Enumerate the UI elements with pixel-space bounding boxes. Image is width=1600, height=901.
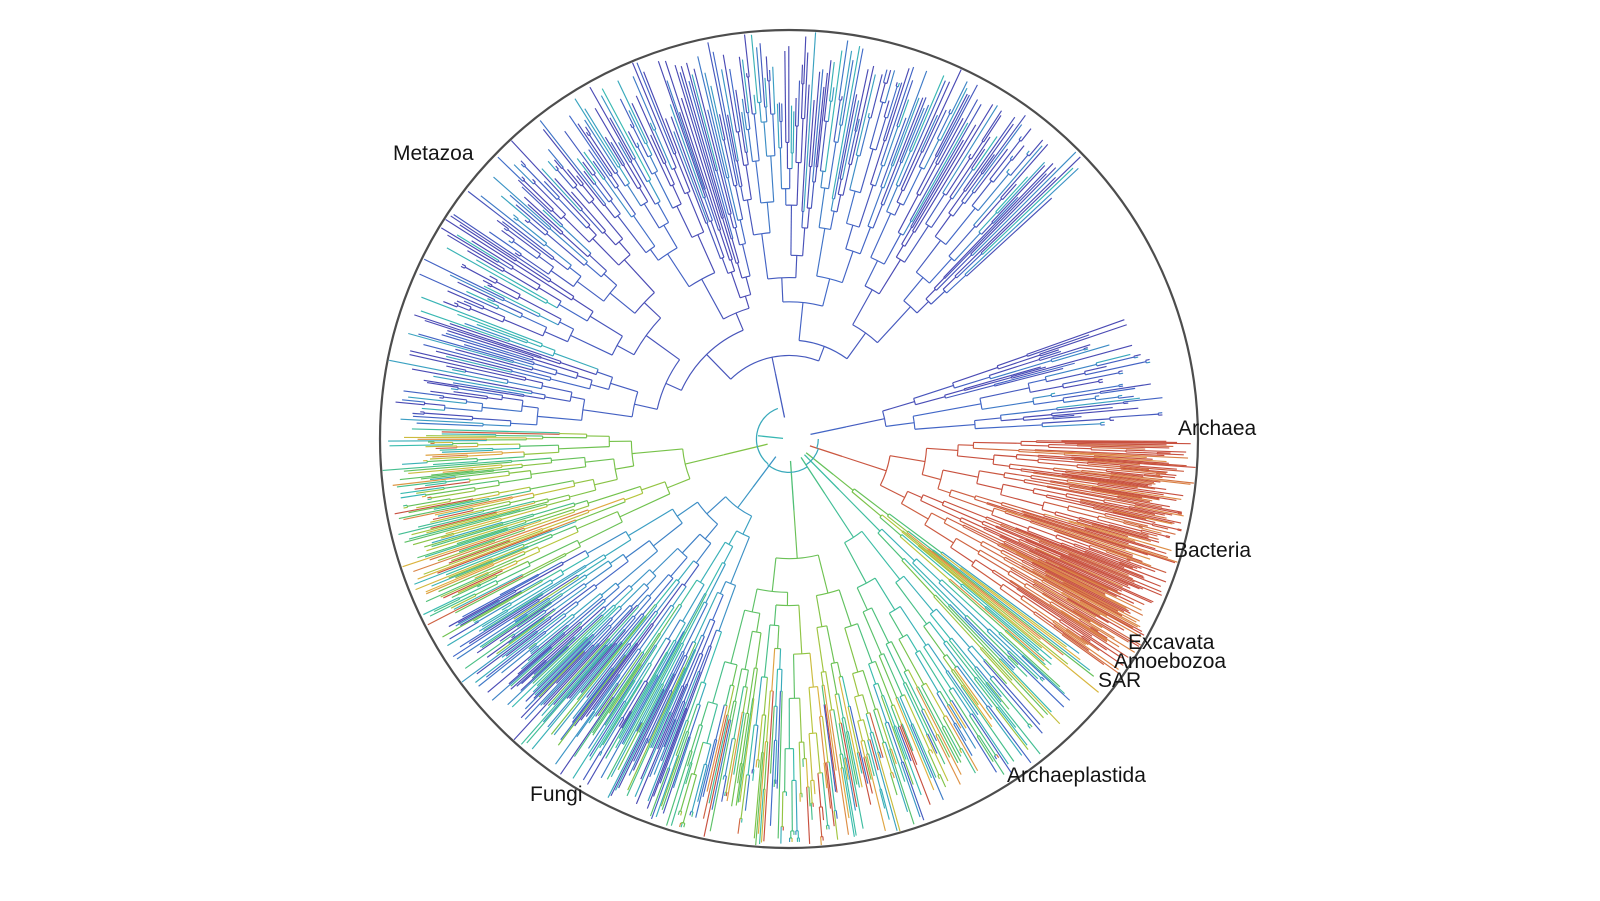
- clade-label-excavata-text: Excavata: [1128, 631, 1215, 654]
- clade-label-archaeplastida-text: Archaeplastida: [1007, 764, 1146, 787]
- clade-label-amoebozoa-text: Amoebozoa: [1114, 650, 1227, 673]
- clade-label-amoebozoa: Amoebozoa: [1114, 651, 1226, 672]
- clade-label-metazoa: Metazoa: [393, 143, 474, 164]
- outer-ring-circle: [378, 28, 1200, 850]
- tree-branch-group: [382, 32, 1196, 846]
- clade-label-excavata: Excavata: [1128, 632, 1214, 653]
- clade-label-fungi: Fungi: [530, 784, 583, 805]
- clade-label-fungi-text: Fungi: [530, 783, 583, 806]
- clade-label-sar-text: SAR: [1098, 669, 1142, 692]
- clade-label-archaea: Archaea: [1178, 418, 1256, 439]
- clade-label-archaea-text: Archaea: [1178, 417, 1257, 440]
- clade-label-bacteria-text: Bacteria: [1174, 539, 1252, 562]
- clade-label-sar: SAR: [1098, 670, 1141, 691]
- clade-label-archaeplastida: Archaeplastida: [1007, 765, 1146, 786]
- clade-label-metazoa-text: Metazoa: [393, 142, 474, 165]
- clade-label-bacteria: Bacteria: [1174, 540, 1251, 561]
